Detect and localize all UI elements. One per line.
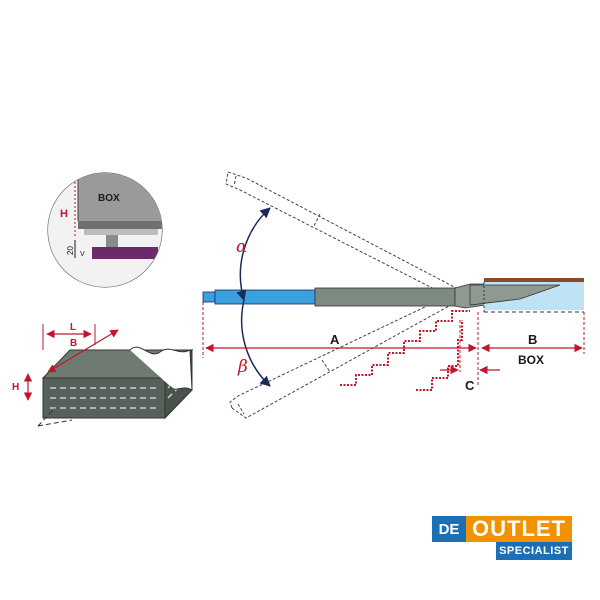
box-housing	[469, 278, 584, 313]
logo-specialist-text: SPECIALIST	[496, 542, 572, 560]
box3d-h-label: H	[12, 382, 19, 393]
inset-20-label: 20	[66, 246, 75, 255]
angle-alpha: α	[236, 207, 271, 302]
box-3d-sketch: L B H	[12, 322, 194, 427]
inset-purple-plate	[92, 247, 158, 259]
blue-telescopic-rod	[214, 289, 316, 305]
inset-box-label: BOX	[98, 193, 120, 204]
logo-de-text: DE	[432, 516, 466, 542]
dimension-c-label: C	[465, 378, 475, 393]
teak-deck	[484, 278, 584, 282]
inset-post	[106, 235, 118, 249]
logo-outlet-text: OUTLET	[466, 516, 572, 542]
box3d-b-dimension	[47, 329, 119, 373]
dimension-b-label: B	[528, 332, 537, 347]
inset-h-label: H	[60, 208, 68, 220]
gangway-raised-position	[225, 171, 462, 297]
angle-beta: β	[237, 299, 271, 387]
dimension-lines: A B BOX C	[202, 302, 585, 393]
inset-v-label: V	[80, 251, 85, 258]
box3d-b-label: B	[70, 338, 77, 349]
beta-label: β	[237, 357, 248, 377]
alpha-label: α	[236, 237, 248, 257]
box-label: BOX	[518, 353, 544, 367]
dimension-a-label: A	[330, 332, 340, 347]
de-outlet-logo: DE OUTLET SPECIALIST	[432, 516, 572, 568]
gangway-lowered-position	[229, 295, 462, 419]
inset-box-wall	[78, 173, 162, 221]
inset-detail: BOX H 20 V	[47, 172, 163, 288]
staircase-steps	[340, 310, 470, 391]
gangway-tube	[314, 287, 456, 307]
box3d-l-label: L	[70, 322, 76, 333]
